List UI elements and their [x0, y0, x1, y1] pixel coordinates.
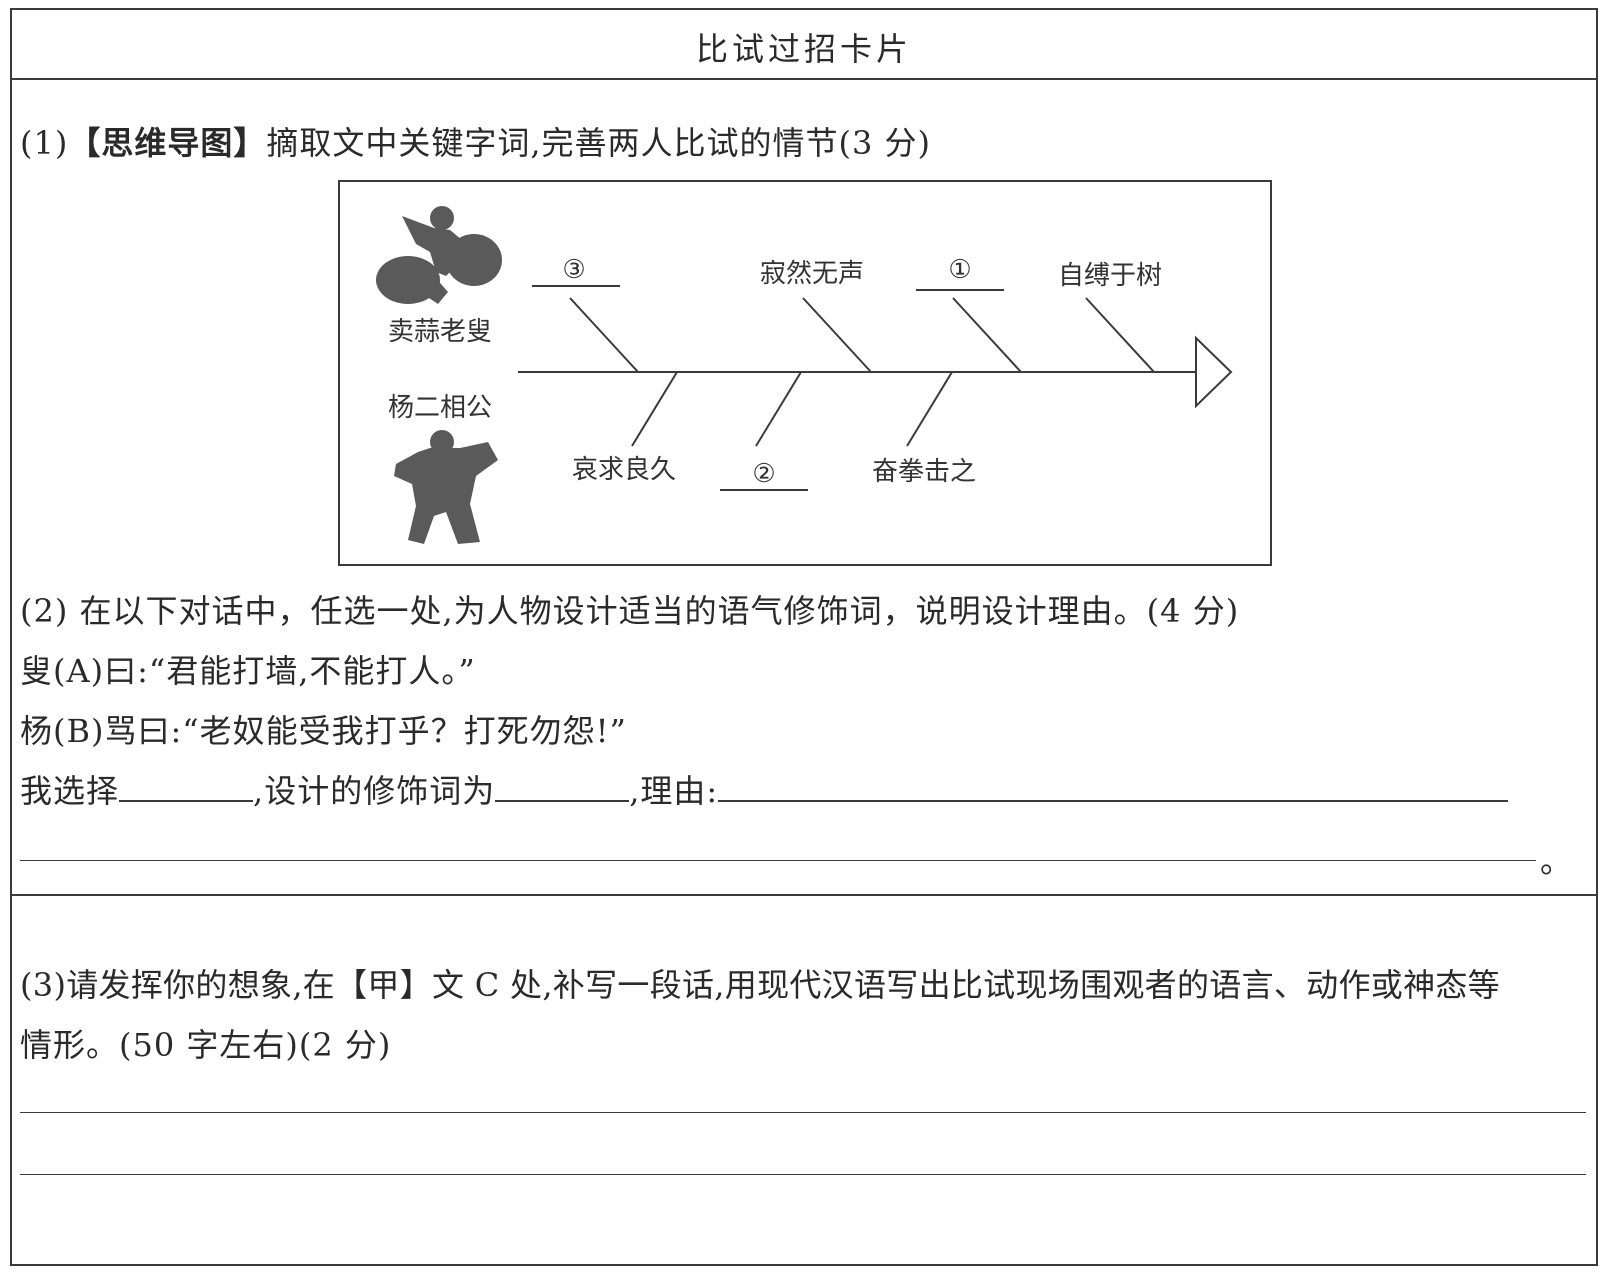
- q3-answer-line-1[interactable]: [20, 1112, 1586, 1113]
- arrow-head-icon: [1195, 335, 1233, 409]
- bone-bottom-3: [906, 371, 953, 447]
- q1-prompt: (1)【思维导图】摘取文中关键字词,完善两人比试的情节(3 分): [20, 118, 931, 164]
- bottom-label-3: 奋拳击之: [872, 457, 976, 487]
- bottom-label-1: 哀求良久: [572, 455, 676, 485]
- reason-continue-line[interactable]: [20, 860, 1536, 861]
- q2-answer-line: 我选择 ,设计的修饰词为 ,理由:: [20, 766, 1588, 812]
- character-bottom-label: 杨二相公: [388, 393, 492, 423]
- q3-prompt-line1: (3)请发挥你的想象,在【甲】文 C 处,补写一段话,用现代汉语写出比试现场围观…: [20, 966, 1500, 1004]
- q1-text: 摘取文中关键字词,完善两人比试的情节(3 分): [266, 124, 932, 162]
- fishbone-diagram: 卖蒜老叟 杨二相公 ③ 寂然无声 ① 自缚于树 哀求良久 ② 奋拳击之: [338, 180, 1272, 566]
- modifier-blank[interactable]: [495, 770, 630, 802]
- answer-modifier-label: ,设计的修饰词为: [253, 772, 496, 810]
- choice-blank[interactable]: [119, 770, 254, 802]
- q3-prompt-line2: 情形。(50 字左右)(2 分): [20, 1026, 392, 1064]
- q3-answer-line-2[interactable]: [20, 1174, 1586, 1175]
- top-label-blank-1: ①: [948, 255, 971, 285]
- section-divider: [12, 894, 1596, 896]
- card-title: 比试过招卡片: [695, 30, 912, 68]
- reason-end-mark: 。: [1540, 842, 1574, 880]
- q1-tag: 【思维导图】: [68, 124, 267, 162]
- reason-blank[interactable]: [718, 770, 1509, 802]
- bone-top-3: [952, 297, 1022, 373]
- old-man-silhouette-icon: [376, 206, 502, 304]
- answer-reason-label: ,理由:: [629, 772, 719, 810]
- q2-dialogue-b: 杨(B)骂曰:“老奴能受我打乎？打死勿怨!”: [20, 712, 627, 750]
- q2-dialogue-a: 叟(A)曰:“君能打墙,不能打人。”: [20, 652, 476, 690]
- answer-choice-label: 我选择: [20, 772, 120, 810]
- bone-top-4: [1085, 297, 1155, 373]
- fighter-silhouette-icon: [394, 430, 498, 544]
- bone-bottom-1: [631, 371, 678, 447]
- character-top-label: 卖蒜老叟: [388, 317, 492, 347]
- top-label-4: 自缚于树: [1058, 261, 1162, 291]
- bone-top-2: [802, 297, 872, 373]
- top-label-2: 寂然无声: [760, 259, 864, 289]
- title-divider: [12, 78, 1596, 80]
- q2-prompt: (2) 在以下对话中，任选一处,为人物设计适当的语气修饰词，说明设计理由。(4 …: [20, 592, 1240, 630]
- top-label-blank-3: ③: [562, 255, 585, 285]
- bone-top-1: [569, 297, 639, 373]
- q1-number: (1): [20, 124, 69, 162]
- answer-card: 比试过招卡片 (1)【思维导图】摘取文中关键字词,完善两人比试的情节(3 分) …: [10, 8, 1598, 1266]
- bone-bottom-2: [755, 371, 802, 447]
- bottom-label-blank-2: ②: [752, 459, 775, 489]
- diagram-frame: [338, 180, 1272, 566]
